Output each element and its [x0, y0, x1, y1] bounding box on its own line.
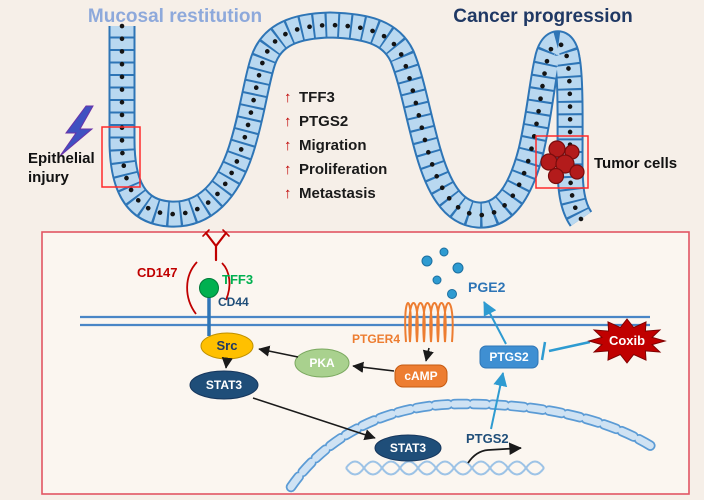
list-item: ↑Metastasis	[284, 185, 376, 202]
pka-label: PKA	[309, 356, 335, 370]
ptgs2-gene-label: PTGS2	[466, 431, 509, 446]
cd44-label: CD44	[218, 295, 249, 309]
antibody-icon	[202, 229, 230, 262]
stat3-label: STAT3	[206, 378, 243, 392]
lightning-icon	[59, 105, 94, 157]
camp-box	[394, 364, 448, 388]
cd147-receptor-icon	[186, 261, 231, 315]
coxib-label: Coxib	[609, 333, 645, 348]
coxib-inhibition-line	[540, 340, 591, 361]
up-arrow-icon: ↑	[284, 185, 292, 202]
pge2-label: PGE2	[468, 279, 506, 295]
ptgs2-label: PTGS2	[489, 350, 529, 364]
plasma-membrane	[80, 315, 650, 327]
stat3-nucleus-label: STAT3	[390, 441, 427, 455]
cd147-label: CD147	[137, 265, 177, 280]
list-item: ↑Proliferation	[284, 161, 387, 178]
pka-ellipse	[294, 348, 350, 378]
tff3-ligand-icon	[199, 278, 219, 298]
up-arrow-icon: ↑	[284, 89, 292, 106]
tff3-label: TFF3	[222, 272, 253, 287]
tumor-cells-icon	[540, 140, 585, 185]
src-label: Src	[217, 338, 238, 353]
up-arrow-icon: ↑	[284, 113, 292, 130]
arrow-src-to-stat3	[221, 356, 233, 369]
list-item: ↑PTGS2	[284, 113, 348, 130]
list-item: ↑TFF3	[284, 89, 335, 106]
epithelial-injury-label-line1: Epithelial	[28, 150, 95, 167]
title-mucosal-restitution: Mucosal restitution	[88, 6, 262, 27]
arrow-stat3-to-nucleus	[252, 397, 376, 441]
pathway-arrows	[221, 345, 434, 441]
injury-highlight-box	[101, 126, 141, 188]
ptger4-receptor-icon	[404, 302, 454, 343]
camp-label: cAMP	[404, 369, 437, 383]
dna-icon	[345, 460, 545, 476]
pathway-arrows-blue	[483, 301, 508, 430]
ptger4-label: PTGER4	[352, 332, 400, 346]
arrow-ptger4-to-camp	[422, 347, 434, 362]
tumor-highlight-box	[535, 135, 589, 189]
arrow-pka-to-src	[258, 345, 299, 358]
epithelial-injury-label-line2: injury	[28, 169, 69, 186]
arrow-gene-to-ptgs2	[490, 372, 508, 430]
pge2-molecules-icon	[421, 247, 464, 299]
up-arrow-icon: ↑	[284, 137, 292, 154]
ptgs2-box	[479, 345, 539, 369]
stat3-nucleus-ellipse	[374, 434, 442, 462]
up-arrow-icon: ↑	[284, 161, 292, 178]
arrow-ptgs2-to-pge2	[483, 301, 507, 345]
title-cancer-progression: Cancer progression	[453, 6, 633, 27]
list-item: ↑Migration	[284, 137, 367, 154]
transcription-arrow	[467, 442, 522, 464]
upregulated-list: ↑TFF3 ↑PTGS2 ↑Migration ↑Proliferation ↑…	[284, 89, 387, 202]
coxib-starburst	[587, 318, 667, 364]
stat3-ellipse	[189, 370, 259, 400]
arrow-camp-to-pka	[352, 361, 395, 373]
tumor-cells-label: Tumor cells	[594, 155, 677, 172]
pathway-panel	[41, 231, 690, 495]
